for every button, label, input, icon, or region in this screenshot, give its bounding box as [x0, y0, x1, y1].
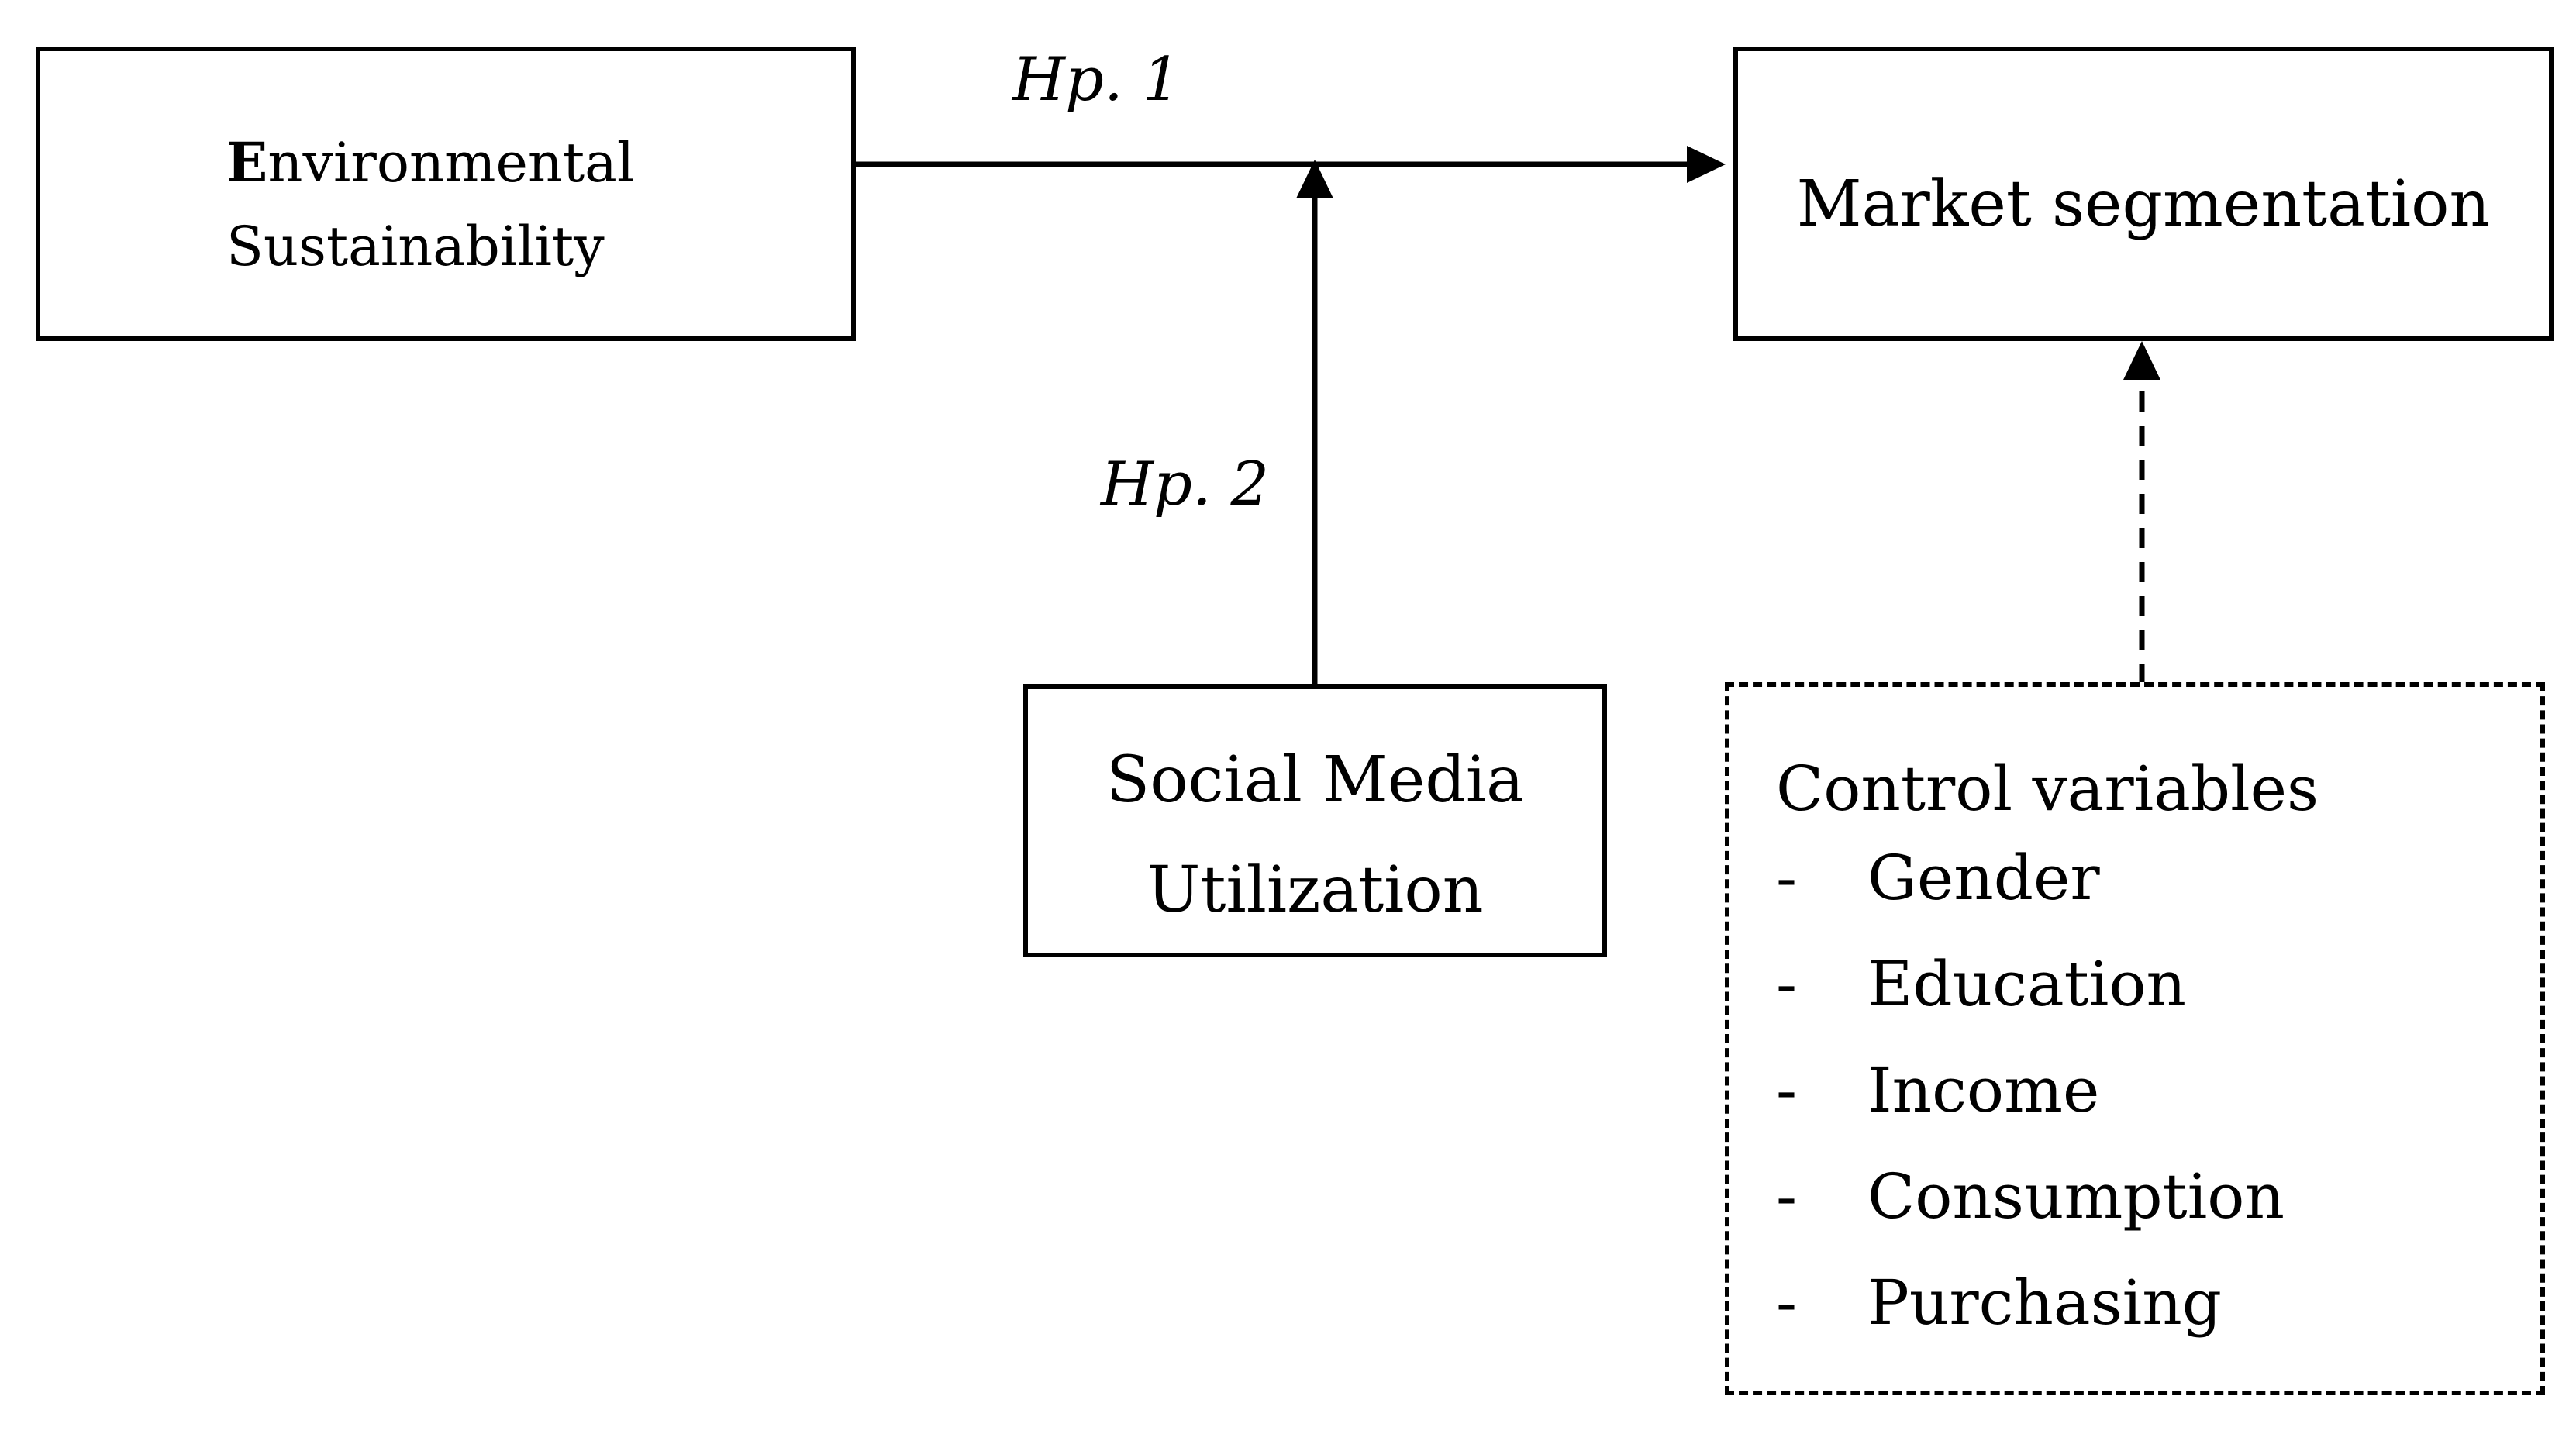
hp1-label: Hp. 1	[1012, 45, 1181, 115]
control-variable-consumption: Consumption	[1867, 1160, 2285, 1232]
control-variable-purchasing: Purchasing	[1867, 1267, 2222, 1339]
market-segmentation-box: Market segmentation	[1733, 47, 2554, 341]
sustainability-line: Sustainability	[226, 215, 605, 278]
list-item: -Consumption	[1776, 1160, 2285, 1267]
hp2-label: Hp. 2	[1101, 450, 1270, 519]
control-variables-list: -Gender -Education -Income -Consumption …	[1776, 842, 2285, 1373]
market-segmentation-label: Market segmentation	[1796, 167, 2491, 241]
bullet-dash: -	[1776, 948, 1798, 1020]
bullet-dash: -	[1776, 1160, 1798, 1232]
list-item: -Education	[1776, 948, 2285, 1054]
control-variable-income: Income	[1867, 1054, 2100, 1126]
control-variables-title: Control variables	[1776, 753, 2319, 825]
control-variable-education: Education	[1867, 948, 2187, 1020]
utilization-line: Utilization	[1147, 853, 1484, 927]
bullet-dash: -	[1776, 1054, 1798, 1126]
environmental-line: Environmental	[226, 121, 634, 205]
environmental-first-letter: E	[226, 130, 268, 195]
environmental-sustainability-box: Environmental Sustainability	[36, 47, 856, 341]
social-media-line: Social Media	[1106, 743, 1524, 817]
hp1-arrow-head	[1687, 146, 1726, 183]
bullet-dash: -	[1776, 1267, 1798, 1339]
control-variable-gender: Gender	[1867, 842, 2100, 914]
control-arrow-head	[2123, 341, 2160, 380]
control-variables-box: Control variables -Gender -Education -In…	[1725, 682, 2545, 1395]
environmental-sustainability-label: Environmental Sustainability	[226, 121, 634, 288]
list-item: -Gender	[1776, 842, 2285, 948]
bullet-dash: -	[1776, 842, 1798, 914]
hp2-arrow-head	[1296, 160, 1333, 198]
environmental-rest: nvironmental	[267, 131, 635, 195]
list-item: -Income	[1776, 1054, 2285, 1160]
list-item: -Purchasing	[1776, 1267, 2285, 1373]
social-media-utilization-box: Social Media Utilization	[1023, 684, 1607, 957]
